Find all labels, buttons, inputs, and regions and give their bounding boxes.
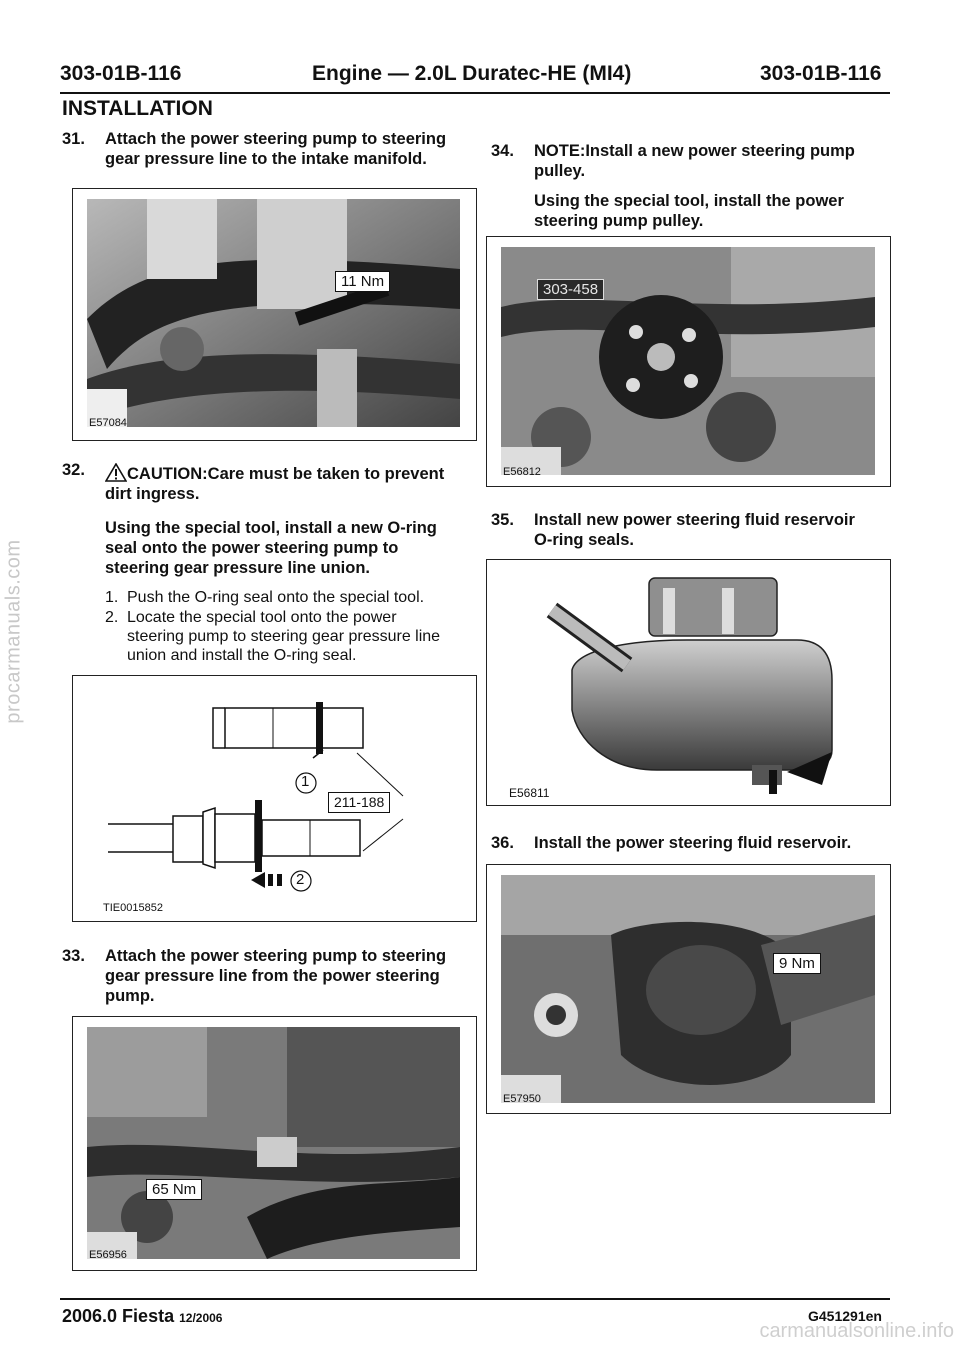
instruction-line: Using the special tool, install a new O-…: [105, 519, 437, 537]
figure-id: E57084: [89, 417, 127, 429]
tool-diagram: [108, 702, 404, 892]
step-number: 34.: [491, 142, 514, 160]
tool-number-label: 303-458: [537, 279, 605, 300]
step-number: 33.: [62, 947, 85, 965]
step-35: 35. Install new power steering fluid res…: [491, 510, 911, 554]
reservoir-illustration: [546, 577, 833, 794]
figure-id: E57950: [503, 1093, 541, 1105]
step-34-instruction: Using the special tool, install the powe…: [534, 191, 894, 231]
step-text-line: NOTE:Install a new power steering pump: [534, 142, 855, 160]
step-number: 32.: [62, 461, 85, 479]
step-text-line: gear pressure line from the power steeri…: [105, 967, 440, 985]
figure-id: E56811: [509, 786, 550, 800]
instruction-line: steering pump pulley.: [534, 212, 704, 230]
footer-doc-code: G451291en: [808, 1308, 882, 1324]
step-text: NOTE:Install a new power steering pump p…: [534, 141, 855, 181]
figure-id: E56812: [503, 466, 541, 478]
step-text-line: pump.: [105, 987, 155, 1005]
step-number: 36.: [491, 834, 514, 852]
substep-number: 2.: [105, 609, 119, 626]
substep-line: union and install the O-ring seal.: [127, 647, 357, 664]
page-number-right: 303-01B-116: [760, 62, 882, 85]
footer-vehicle: 2006.0 Fiesta 12/2006: [62, 1306, 222, 1327]
step-text-line: O-ring seals.: [534, 531, 634, 549]
step-text: Attach the power steering pump to steeri…: [105, 946, 446, 1006]
step-text: Attach the power steering pump to steeri…: [105, 129, 446, 169]
substep-text: Locate the special tool onto the power s…: [127, 608, 487, 665]
step-36: 36. Install the power steering fluid res…: [491, 833, 911, 857]
figure-e57084: 11 Nm E57084: [72, 188, 477, 441]
instruction-line: Using the special tool, install the powe…: [534, 192, 844, 210]
bottom-watermark: carmanualsonline.info: [759, 1320, 954, 1342]
header-rule: [60, 92, 890, 94]
engine-photo: [87, 1027, 460, 1259]
substep-number: 1.: [105, 589, 119, 606]
pulley-photo: [501, 247, 875, 475]
substep-line: Locate the special tool onto the power: [127, 609, 397, 626]
figure-e56956: 65 Nm E56956: [72, 1016, 477, 1271]
step-31: 31. Attach the power steering pump to st…: [62, 129, 482, 173]
figure-e56811: E56811: [486, 559, 891, 806]
section-title: INSTALLATION: [62, 97, 213, 120]
step-text-line: pulley.: [534, 162, 586, 180]
reservoir-photo: [501, 875, 875, 1103]
step-number: 31.: [62, 130, 85, 148]
footer-model: 2006.0 Fiesta: [62, 1306, 175, 1326]
figure-id: E56956: [89, 1249, 127, 1261]
torque-label: 9 Nm: [773, 953, 821, 974]
step-text-line: gear pressure line to the intake manifol…: [105, 150, 427, 168]
step-text-line: Attach the power steering pump to steeri…: [105, 130, 447, 148]
caution-text: CAUTION:Care must be taken to prevent di…: [104, 462, 445, 504]
step-text-line: Attach the power steering pump to steeri…: [105, 947, 447, 965]
footer-rule: [60, 1298, 890, 1300]
tool-number-label: 211-188: [328, 792, 391, 813]
step-text: Install new power steering fluid reservo…: [534, 510, 855, 550]
substep-text: Push the O-ring seal onto the special to…: [127, 589, 425, 606]
figure-e56812: 303-458 E56812: [486, 236, 891, 487]
step-33: 33. Attach the power steering pump to st…: [62, 946, 482, 1010]
page-number-left: 303-01B-116: [60, 62, 182, 85]
torque-label: 65 Nm: [146, 1179, 203, 1200]
footer-date: 12/2006: [179, 1311, 223, 1325]
caution-line: CAUTION:Care must be taken to prevent: [127, 465, 445, 483]
callout-2: 2: [296, 871, 305, 888]
figure-id: TIE0015852: [103, 902, 163, 914]
instruction-line: seal onto the power steering pump to: [105, 539, 399, 557]
figure-tie0015852: 1 2 211-188 TIE0015852: [72, 675, 477, 922]
substep-line: steering pump to steering gear pressure …: [127, 628, 441, 645]
substep-1: 1. Push the O-ring seal onto the special…: [105, 588, 485, 607]
side-watermark: procarmanuals.com: [2, 539, 25, 724]
page-heading: Engine — 2.0L Duratec-HE (MI4): [312, 62, 632, 85]
step-number: 35.: [491, 511, 514, 529]
substep-2: 2. Locate the special tool onto the powe…: [105, 608, 485, 664]
step-32: 32. CAUTION:Care must be taken to preven…: [62, 461, 482, 507]
step-32-instruction: Using the special tool, install a new O-…: [105, 518, 480, 578]
step-34: 34. NOTE:Install a new power steering pu…: [491, 141, 911, 185]
step-text: Install the power steering fluid reservo…: [534, 834, 852, 852]
torque-label: 11 Nm: [335, 271, 391, 292]
caution-line: dirt ingress.: [105, 485, 200, 503]
callout-1: 1: [301, 773, 310, 790]
step-text-line: Install new power steering fluid reservo…: [534, 511, 855, 529]
engine-photo: [87, 199, 460, 427]
instruction-line: steering gear pressure line union.: [105, 559, 370, 577]
figure-e57950: 9 Nm E57950: [486, 864, 891, 1114]
warning-triangle-icon: [104, 462, 128, 482]
